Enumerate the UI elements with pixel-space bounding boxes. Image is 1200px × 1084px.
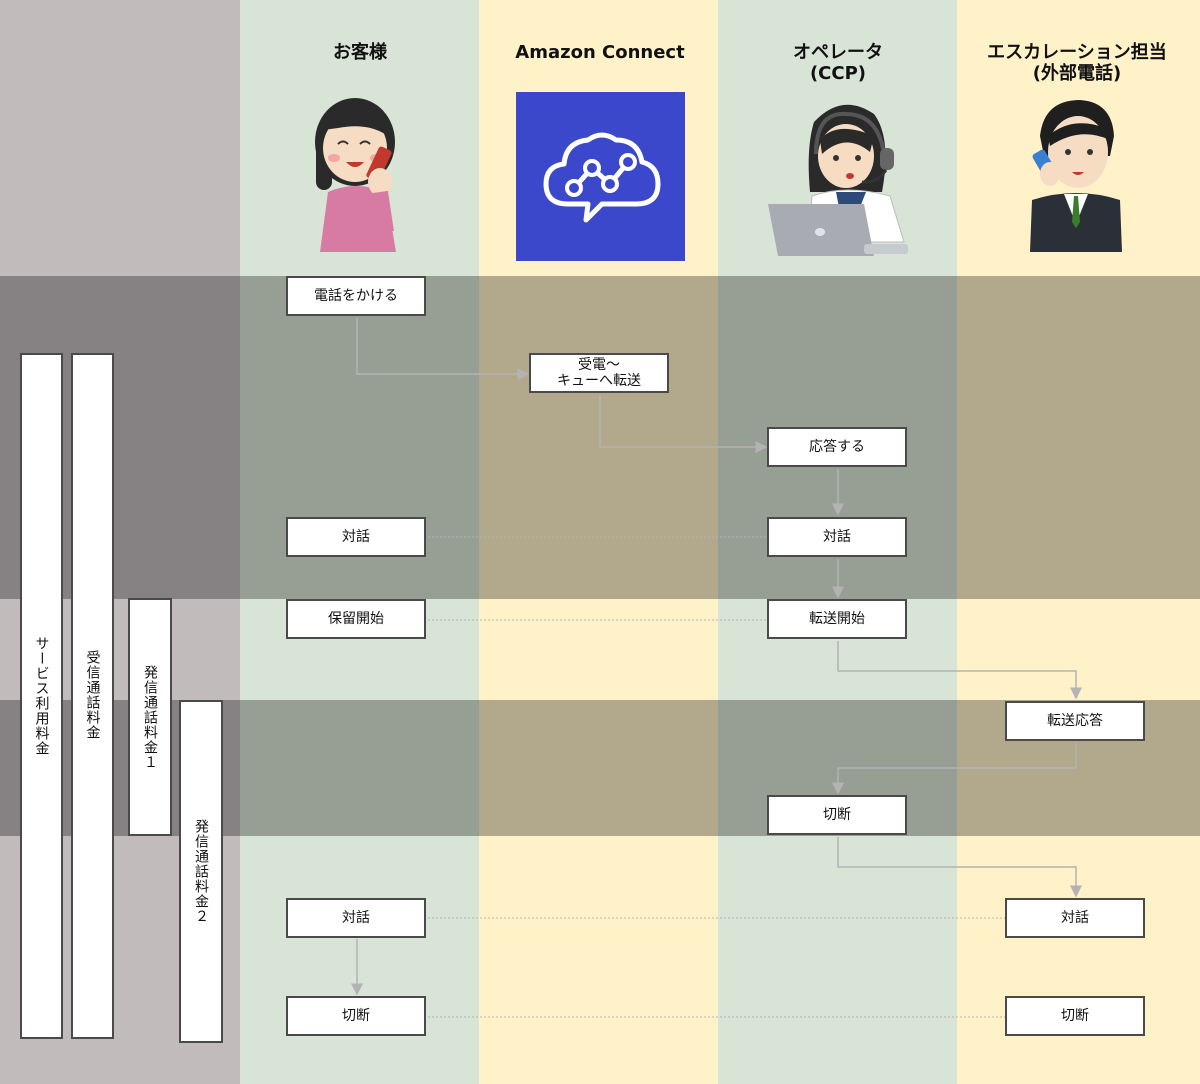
transfer-start-step: 転送開始 xyxy=(767,599,907,639)
inbound-fee-label: 受信通話料金 xyxy=(84,650,101,740)
outbound-fee-1-label: 発信通話料金１ xyxy=(142,664,158,770)
customer-lane-title: お客様 xyxy=(333,42,387,63)
make-call-step: 電話をかける xyxy=(286,276,426,316)
customer-talk-step-2: 対話 xyxy=(286,898,426,938)
operator-headset-laptop-icon xyxy=(768,104,908,256)
customer-talk-step-1: 対話 xyxy=(286,517,426,557)
woman-on-phone-icon xyxy=(315,98,396,252)
escalation-disconnect-step: 切断 xyxy=(1005,996,1145,1036)
operator-lane-title: オペレータ (CCP) xyxy=(718,42,958,84)
connector-transfer-answer-to-disconnect xyxy=(832,743,1077,795)
hold-start-step: 保留開始 xyxy=(286,599,426,639)
transfer-answer-step: 転送応答 xyxy=(1005,701,1145,741)
answer-step: 応答する xyxy=(767,427,907,467)
outbound-fee-2-bar: 発信通話料金２ xyxy=(179,700,223,1043)
outbound-fee-2-label: 発信通話料金２ xyxy=(193,819,209,924)
businessman-on-phone-icon xyxy=(1030,100,1122,252)
receive-queue-step: 受電〜 キューへ転送 xyxy=(529,353,669,393)
operator-talk-step-1: 対話 xyxy=(767,517,907,557)
connector-receive-to-answer xyxy=(599,395,768,453)
service-fee-bar: サービス利用料金 xyxy=(20,353,63,1039)
operator-disconnect-step: 切断 xyxy=(767,795,907,835)
connector-call-to-receive xyxy=(356,318,530,380)
inbound-fee-bar: 受信通話料金 xyxy=(71,353,114,1039)
service-fee-label: サービス利用料金 xyxy=(33,636,50,756)
connector-transfer-to-answer xyxy=(837,641,1082,700)
connect-lane-title: Amazon Connect xyxy=(515,42,685,63)
connector-disconnect-to-escalation-talk xyxy=(837,837,1082,898)
outbound-fee-1-bar: 発信通話料金１ xyxy=(128,598,172,836)
escalation-talk-step: 対話 xyxy=(1005,898,1145,938)
amazon-connect-logo-icon xyxy=(516,92,685,261)
customer-disconnect-step: 切断 xyxy=(286,996,426,1036)
escalation-lane-title: エスカレーション担当 (外部電話) xyxy=(957,42,1197,84)
operator-lane-subtitle: (CCP) xyxy=(809,63,867,84)
escalation-lane-subtitle: (外部電話) xyxy=(1032,63,1122,84)
